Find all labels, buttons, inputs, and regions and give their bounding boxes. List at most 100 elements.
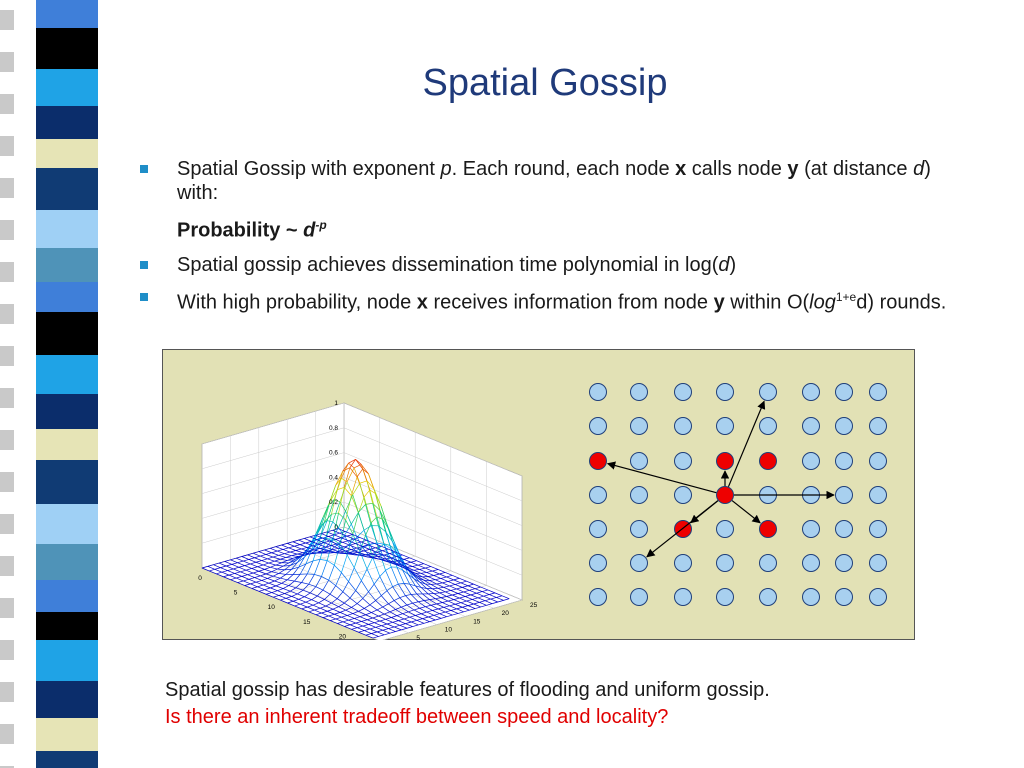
- surface-mesh-line: [433, 613, 440, 616]
- surface-mesh-line: [474, 588, 483, 592]
- surface-mesh-line: [460, 600, 467, 603]
- surface-mesh-line: [298, 563, 306, 568]
- surface-mesh-line: [274, 558, 281, 562]
- node: [630, 383, 648, 401]
- surface-mesh-line: [324, 548, 331, 552]
- surface-mesh-line: [290, 587, 297, 592]
- stripe-tick: [0, 766, 14, 768]
- surface-mesh-line: [325, 605, 334, 610]
- surface-mesh-line: [213, 564, 221, 568]
- surface-mesh-line: [361, 568, 368, 581]
- surface-mesh-line: [294, 605, 302, 610]
- surface-mesh-line: [280, 599, 288, 604]
- node: [869, 588, 887, 606]
- surface-mesh-line: [233, 568, 241, 573]
- grid-line: [343, 477, 523, 551]
- surface-mesh-line: [450, 610, 459, 614]
- surface-mesh-line: [412, 573, 420, 583]
- surface-mesh-line: [351, 603, 358, 608]
- surface-mesh-line: [423, 579, 432, 585]
- surface-mesh-line: [345, 607, 352, 611]
- surface-mesh-line: [445, 610, 452, 613]
- surface-mesh-line: [359, 614, 366, 618]
- surface-mesh-line: [375, 625, 382, 628]
- bullet-list: Spatial Gossip with exponent p. Each rou…: [140, 157, 960, 322]
- surface-mesh-line: [285, 555, 292, 558]
- surface-mesh-line: [335, 539, 343, 543]
- surface-mesh-line: [268, 560, 275, 564]
- surface-mesh-line: [351, 476, 358, 496]
- z-tick-label: 0.4: [329, 474, 338, 481]
- surface-mesh-line: [315, 576, 322, 587]
- surface-mesh-line: [460, 582, 469, 587]
- surface-mesh-line: [373, 576, 381, 585]
- surface-mesh-line: [389, 631, 396, 634]
- surface-mesh-line: [310, 592, 318, 597]
- surface-mesh-line: [258, 551, 267, 555]
- surface-mesh-line: [334, 552, 342, 554]
- surface-mesh-line: [356, 598, 364, 604]
- surface-mesh-line: [275, 544, 282, 547]
- surface-mesh-line: [361, 580, 369, 592]
- surface-mesh-line: [346, 481, 354, 495]
- node: [759, 554, 777, 572]
- node: [589, 383, 607, 401]
- surface-mesh-line: [268, 562, 277, 566]
- stripe-segment: [36, 681, 98, 718]
- surface-mesh-line: [405, 623, 413, 627]
- surface-mesh-line: [316, 539, 325, 543]
- x-tick-label: 15: [303, 619, 311, 626]
- surface-mesh-line: [378, 525, 386, 532]
- surface-mesh-line: [278, 553, 285, 556]
- surface-mesh-line: [311, 595, 318, 601]
- surface-mesh-line: [257, 586, 265, 590]
- surface-mesh-line: [260, 554, 267, 557]
- surface-mesh-line: [347, 613, 353, 616]
- surface-mesh-line: [348, 619, 356, 624]
- stripe-segment: [36, 544, 98, 580]
- symbol-d: d: [913, 158, 925, 180]
- surface-mesh-line: [473, 603, 481, 608]
- surface-mesh-line: [457, 611, 464, 614]
- surface-mesh-line: [479, 602, 487, 606]
- surface-mesh-line: [390, 548, 399, 557]
- surface-mesh-line: [358, 630, 365, 633]
- surface-mesh-line: [338, 606, 346, 611]
- surface-mesh-line: [442, 602, 450, 607]
- surface-mesh-line: [476, 592, 484, 597]
- surface-mesh-line: [371, 516, 378, 523]
- surface-mesh-line: [326, 529, 333, 533]
- surface-mesh-line: [281, 583, 289, 586]
- surface-mesh-line: [386, 590, 395, 601]
- gossip-arrow: [606, 461, 717, 494]
- surface-mesh-line: [231, 562, 238, 565]
- surface-mesh-line: [312, 543, 319, 562]
- x-tick-label: 5: [234, 590, 238, 597]
- surface-mesh-line: [294, 544, 301, 547]
- surface-mesh-line: [416, 619, 425, 624]
- bullet-text: receives information from node: [427, 291, 714, 314]
- surface-mesh-line: [267, 575, 274, 579]
- surface-mesh-line: [379, 618, 386, 622]
- surface-mesh-line: [250, 581, 257, 585]
- surface-mesh-line: [443, 585, 450, 588]
- surface-mesh-line: [456, 608, 464, 613]
- surface-mesh-line: [314, 607, 321, 611]
- surface-mesh-line: [322, 617, 331, 621]
- surface-mesh-line: [315, 534, 323, 539]
- surface-mesh-line: [447, 599, 454, 602]
- surface-mesh-line: [483, 595, 491, 600]
- surface-mesh-line: [325, 546, 333, 551]
- surface-mesh-line: [322, 615, 329, 618]
- surface-mesh-line: [453, 579, 461, 584]
- node: [869, 452, 887, 470]
- surface-mesh-line: [282, 588, 291, 592]
- surface-mesh-line: [305, 542, 313, 547]
- surface-mesh-line: [271, 550, 278, 554]
- surface-mesh-line: [354, 618, 362, 622]
- surface-mesh-line: [317, 589, 324, 597]
- surface-mesh-line: [281, 560, 288, 564]
- surface-mesh-line: [362, 468, 369, 474]
- surface-mesh-line: [390, 557, 399, 562]
- surface-mesh-line: [227, 568, 234, 571]
